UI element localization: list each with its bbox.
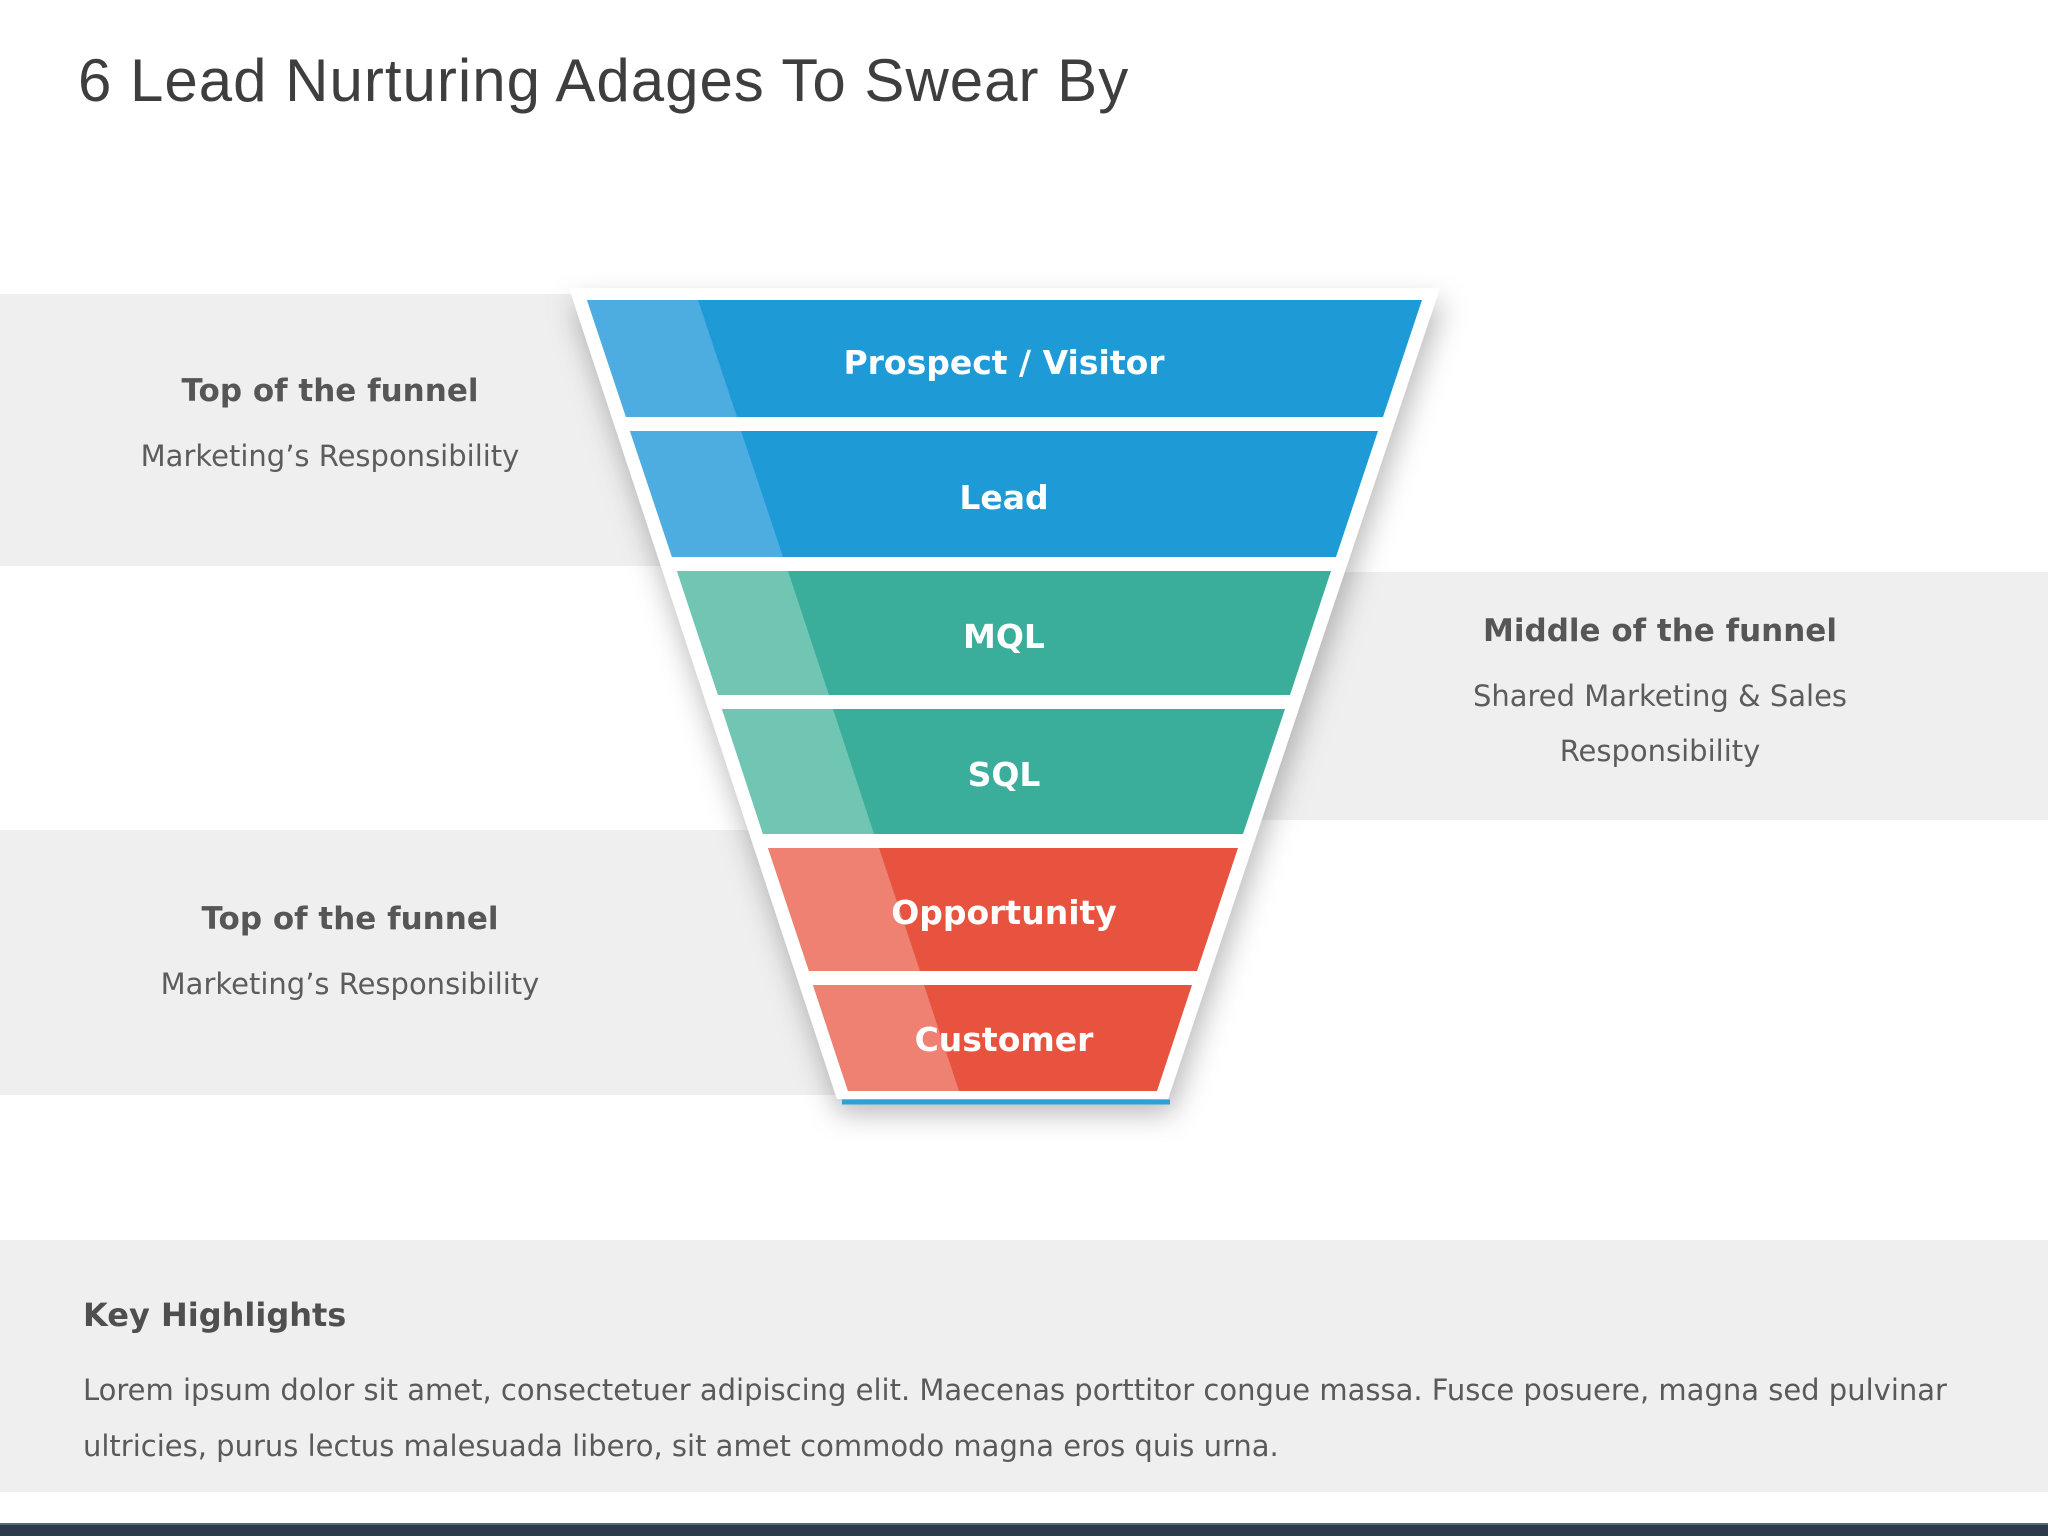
- segment-shape: [677, 571, 1331, 695]
- segment-label: Prospect / Visitor: [843, 343, 1165, 382]
- funnel-segment-mql: MQL: [677, 571, 1331, 695]
- segment-shape: [630, 431, 1378, 557]
- annotation-top-of-funnel: Top of the funnel Marketing’s Responsibi…: [50, 372, 610, 484]
- segment-label: Opportunity: [891, 893, 1117, 932]
- funnel-segment-sql: SQL: [722, 709, 1285, 834]
- annotation-middle-of-funnel: Middle of the funnel Shared Marketing & …: [1435, 612, 1885, 779]
- segment-highlight: [677, 571, 829, 695]
- segment-highlight: [813, 985, 959, 1091]
- key-highlights-body: Lorem ipsum dolor sit amet, consectetuer…: [83, 1373, 1947, 1463]
- annotation-subtitle: Marketing’s Responsibility: [160, 966, 540, 1001]
- segment-highlight: [768, 848, 920, 971]
- band-key-highlights: [0, 1240, 2048, 1492]
- annotation-subtitle: Shared Marketing & Sales Responsibility: [1472, 678, 1848, 768]
- annotation-title: Middle of the funnel: [1483, 613, 1837, 649]
- annotation-title: Top of the funnel: [201, 901, 499, 937]
- funnel-segment-opportunity: Opportunity: [768, 848, 1238, 971]
- band-bottom-of-funnel: [0, 830, 900, 1095]
- page-title: 6 Lead Nurturing Adages To Swear By: [78, 47, 1130, 114]
- annotation-title: Top of the funnel: [181, 373, 479, 409]
- segment-shape: [587, 300, 1422, 417]
- segment-label: Lead: [959, 478, 1048, 517]
- key-highlights-heading: Key Highlights: [83, 1296, 347, 1334]
- funnel-segment-prospect-visitor: Prospect / Visitor: [587, 300, 1422, 417]
- segment-label: Customer: [915, 1020, 1095, 1059]
- funnel-segment-customer: Customer: [813, 985, 1192, 1091]
- footer-bar: [0, 1523, 2048, 1536]
- segment-highlight: [587, 300, 737, 417]
- segment-highlight: [630, 431, 783, 557]
- segment-label: SQL: [968, 755, 1041, 794]
- segment-label: MQL: [963, 617, 1045, 656]
- annotation-bottom-of-funnel: Top of the funnel Marketing’s Responsibi…: [70, 900, 630, 1012]
- annotation-subtitle: Marketing’s Responsibility: [140, 438, 520, 473]
- funnel-segment-lead: Lead: [630, 431, 1378, 557]
- segment-highlight: [722, 709, 874, 834]
